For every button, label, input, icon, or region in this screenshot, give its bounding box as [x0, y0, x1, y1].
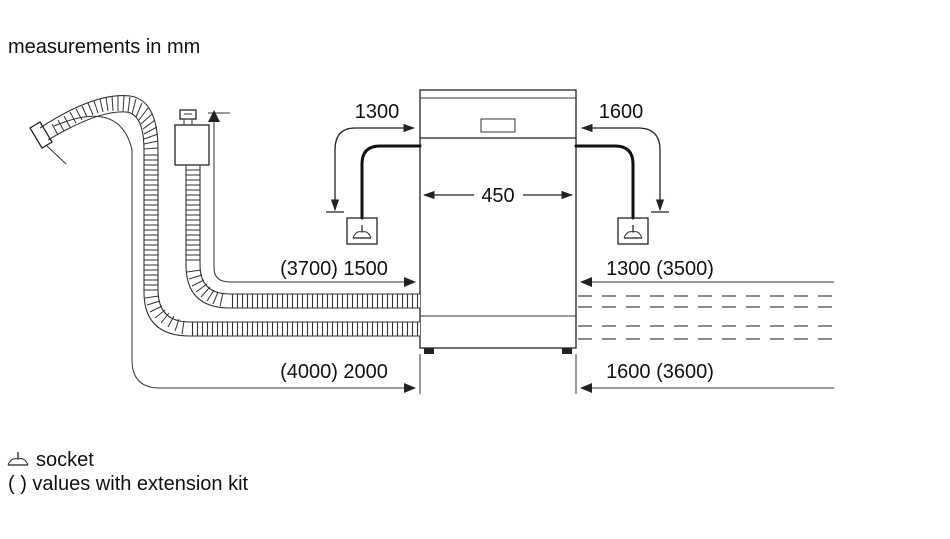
diagram-title: measurements in mm — [8, 36, 200, 58]
inlet-hose-right-length: 1300 (3500) — [606, 258, 714, 280]
foot-left — [424, 348, 434, 354]
legend-socket-label: socket — [36, 449, 94, 471]
power-cable-left-length: 1300 — [355, 101, 400, 123]
drain-hose-right-length: 1600 (3600) — [606, 361, 714, 383]
socket-icon — [7, 452, 29, 466]
width-dimension-label: 450 — [481, 185, 514, 207]
dishwasher-body — [419, 89, 577, 349]
socket-icon — [617, 217, 649, 245]
water-inlet-hose-icon — [174, 109, 420, 309]
inlet-hose-left-length: (3700) 1500 — [280, 258, 388, 280]
control-display-icon — [480, 118, 516, 133]
socket-icon — [346, 217, 378, 245]
drain-hose-icon — [29, 95, 420, 337]
power-cable-right-length: 1600 — [599, 101, 644, 123]
legend-extension-label: ( ) values with extension kit — [8, 473, 249, 495]
legend: socket ( ) values with extension kit — [7, 449, 249, 495]
drain-hose-left-length: (4000) 2000 — [280, 361, 388, 383]
foot-right — [562, 348, 572, 354]
power-cable-right — [574, 144, 635, 220]
aquastop-valve-icon — [174, 124, 210, 166]
dishwasher-front-view — [419, 89, 577, 394]
power-cable-left — [360, 144, 422, 220]
